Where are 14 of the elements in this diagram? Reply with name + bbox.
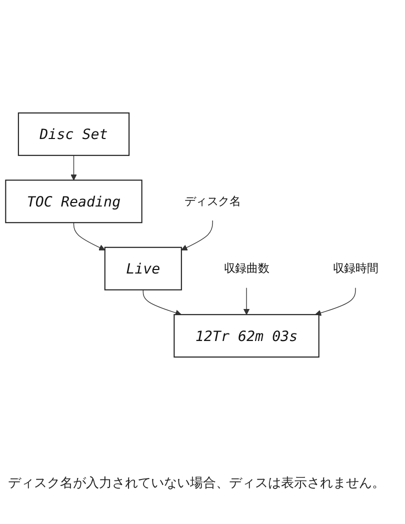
node-text: 収録時間 (332, 262, 378, 275)
note-text: ディスク名が入力されていない場合、ディスは表示されません。 (7, 475, 386, 493)
node-text: 収録曲数 (224, 262, 270, 275)
node-box: 12Tr 62m 03s (174, 314, 320, 358)
arrow (315, 287, 356, 316)
arrow (181, 220, 213, 250)
arrow (142, 289, 182, 316)
arrow (243, 287, 250, 315)
node-box: TOC Reading (5, 180, 142, 224)
arrow (73, 222, 106, 250)
arrow (70, 155, 77, 180)
node-box: Live (104, 246, 182, 290)
node-box: Disc Set (18, 112, 130, 156)
node-text: ディスク名 (184, 194, 241, 208)
